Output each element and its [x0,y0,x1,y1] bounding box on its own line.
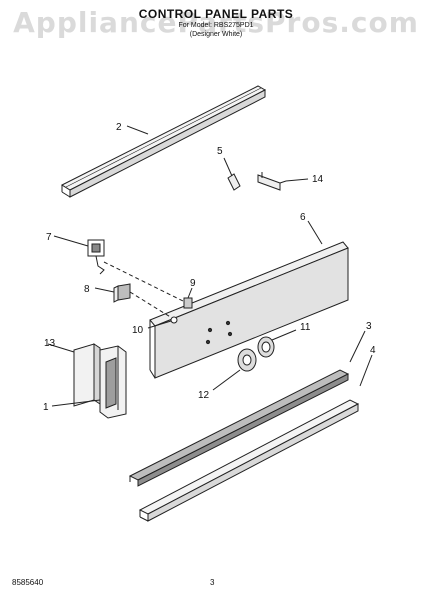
leader-8 [94,287,115,293]
callout-8: 8 [84,284,90,295]
dash-7 [103,261,186,303]
part-1-end-bracket [99,345,127,419]
part-3-trim-strip [128,369,350,487]
callout-4: 4 [370,345,376,356]
part-4-bottom-rail [138,399,360,522]
part-7-switch [87,239,105,275]
watermark: AppliancePartsPros.com [13,6,419,39]
callout-14: 14 [312,174,324,185]
callout-1: 1 [43,402,49,413]
part-13-side-bracket [73,343,101,407]
leader-7 [53,235,89,247]
part-8-connector [113,283,131,303]
leader-13 [47,343,75,353]
leader-3 [349,330,366,363]
callout-7: 7 [46,232,52,243]
part-9-bracket [183,287,193,309]
callout-11: 11 [300,322,311,333]
leader-1 [51,399,101,407]
callout-9: 9 [190,278,196,289]
leader-6 [307,220,323,245]
part-5-clip [223,157,241,191]
part-6-control-panel [149,241,349,379]
callout-5: 5 [217,146,223,157]
dash-8 [129,291,173,319]
document-number: 8585640 [12,578,44,587]
part-2-top-rail [60,85,267,198]
part-10-screw [147,316,178,329]
leader-2 [126,125,149,135]
callout-12: 12 [198,390,210,401]
diagram-header: CONTROL PANEL PARTS For Model: RBS275PD1… [0,8,432,39]
part-12-knob [212,348,257,391]
part-11-knob [257,329,297,358]
diagram-title: CONTROL PANEL PARTS [138,7,294,21]
callout-2: 2 [116,122,122,133]
color-line: (Designer White) [189,31,243,38]
part-14-bracket [257,172,309,191]
callout-13: 13 [44,338,56,349]
leader-4 [359,354,373,387]
model-line: For Model: RBS275PD1 [178,22,254,29]
callout-6: 6 [300,212,306,223]
page-number: 3 [210,578,215,587]
callout-10: 10 [132,325,144,336]
callout-3: 3 [366,321,372,332]
